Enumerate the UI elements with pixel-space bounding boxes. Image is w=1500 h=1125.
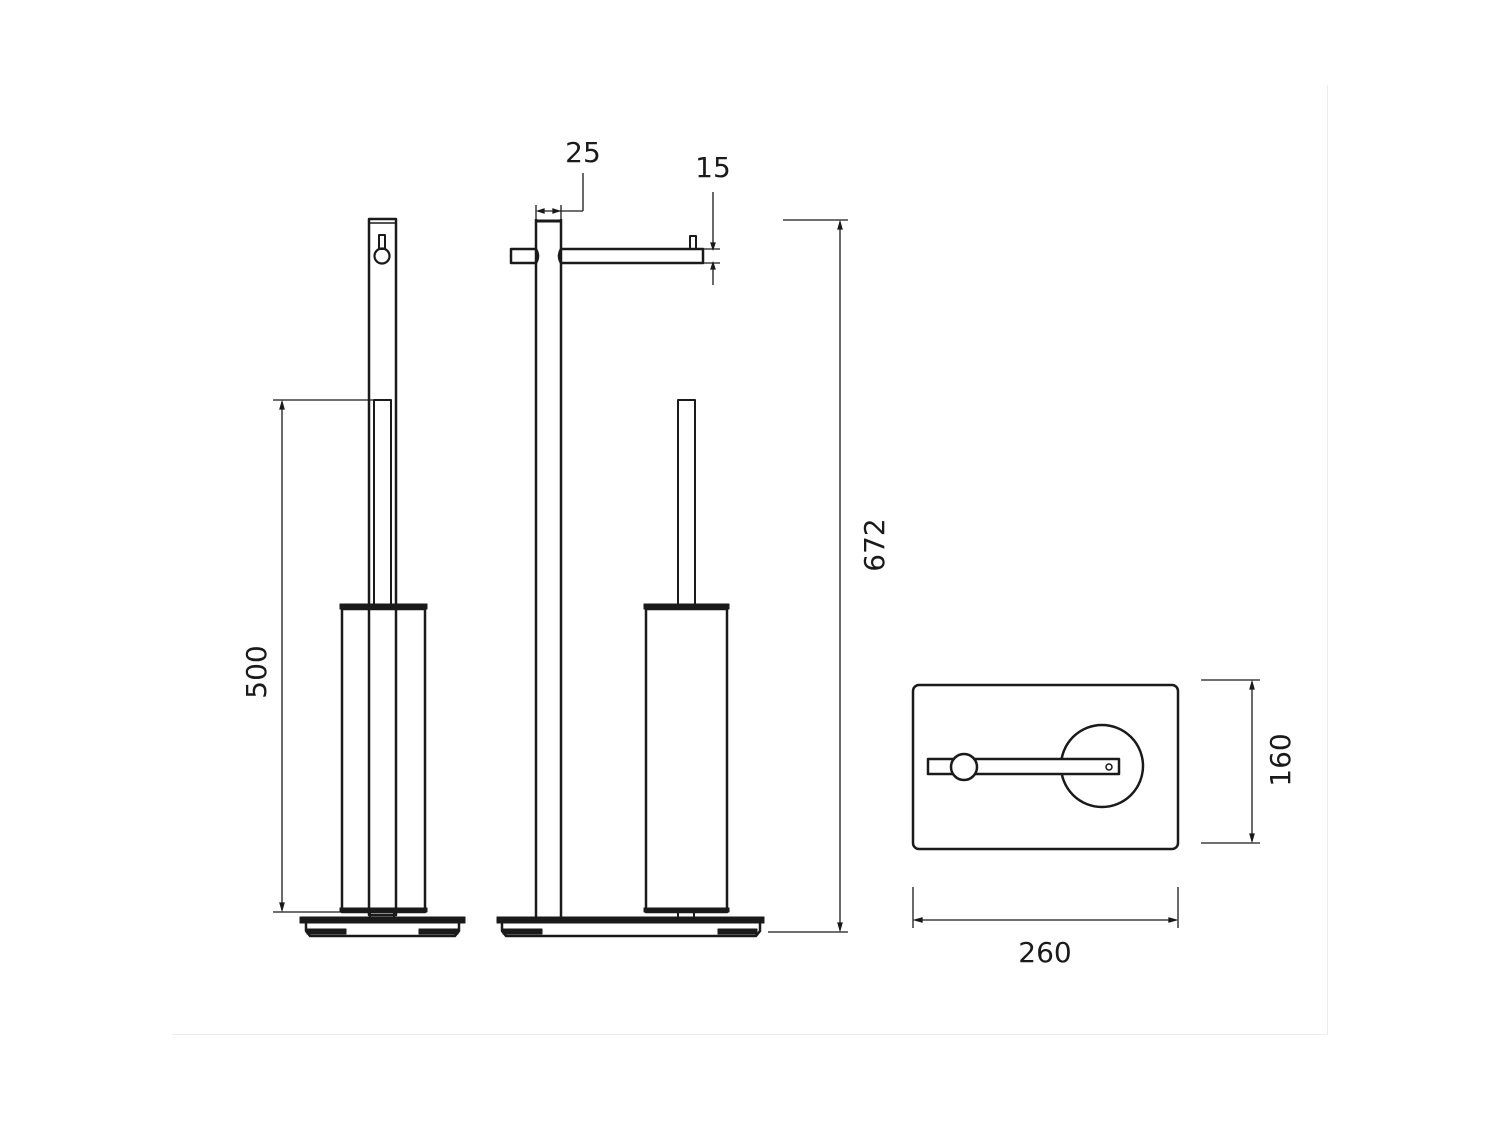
dimension-160 <box>1201 679 1260 844</box>
dimension-label-500: 500 <box>240 645 273 698</box>
roll-arm <box>557 247 705 265</box>
front-brush-handle <box>677 399 696 606</box>
roll-stopper <box>689 235 697 250</box>
dimension-260 <box>912 887 1179 928</box>
dimension-label-672: 672 <box>858 518 891 571</box>
dimension-672 <box>768 219 848 933</box>
top-pole-circle <box>949 752 979 782</box>
front-brush-container <box>644 607 729 914</box>
dimension-15 <box>703 192 720 285</box>
dimension-25 <box>535 173 584 219</box>
side-view <box>299 217 466 938</box>
front-view <box>496 219 765 938</box>
dimension-label-160: 160 <box>1264 733 1297 786</box>
side-brush-handle <box>373 399 392 606</box>
side-pole <box>367 217 398 917</box>
top-view <box>911 683 1180 851</box>
top-base-plate <box>911 683 1180 851</box>
dimension-label-25: 25 <box>565 136 601 169</box>
keyhole-icon <box>373 234 391 265</box>
dimension-label-15: 15 <box>695 151 731 184</box>
dimension-label-260: 260 <box>1018 936 1071 969</box>
drawing-frame <box>172 85 1328 1035</box>
side-brush-container <box>340 607 427 914</box>
dimension-500 <box>273 399 390 913</box>
